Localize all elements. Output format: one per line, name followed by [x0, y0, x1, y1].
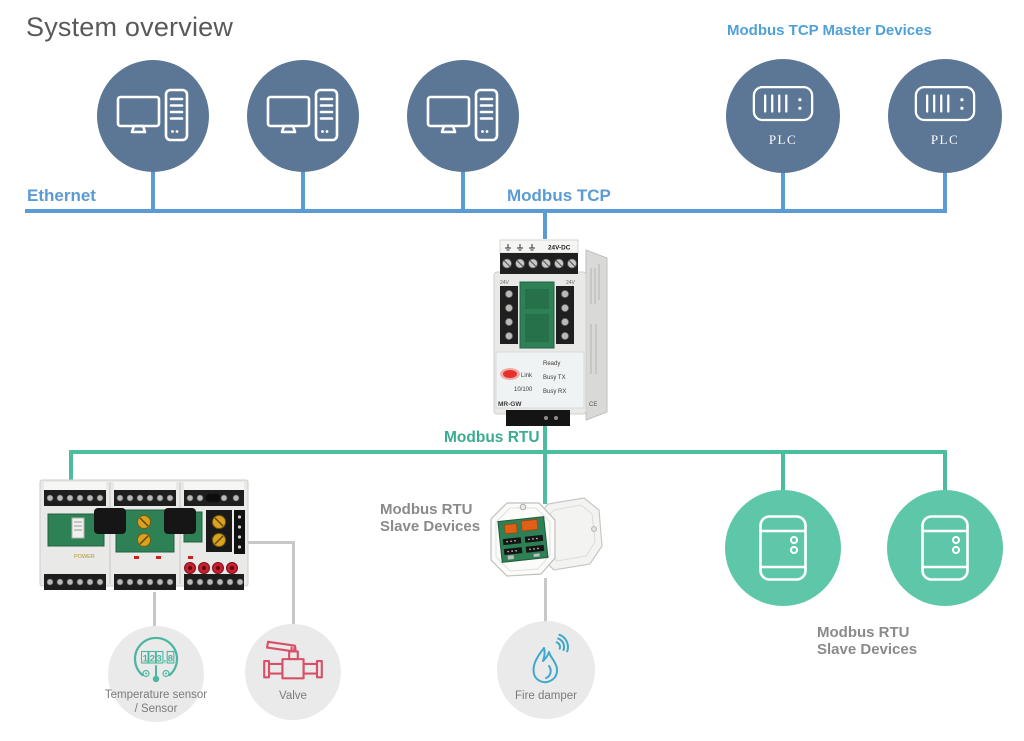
plc-2-drop-line: [943, 170, 947, 210]
gateway-power-terminal-label: 24V-DC: [548, 245, 571, 252]
temperature-sensor-node: 123,8 Temperature sensor / Sensor: [105, 626, 207, 722]
page-title: System overview: [26, 12, 234, 42]
plc-icon: [914, 85, 976, 121]
plc-node-1: PLC: [726, 59, 840, 173]
ethernet-bus-line: [25, 209, 947, 213]
gateway-status-cover: Link 10/100 Ready Busy TX Busy RX MR-GW: [495, 351, 585, 409]
workstation-1-drop-line: [151, 170, 155, 210]
slave-2-drop-line: [943, 450, 947, 495]
modbus-gateway-device: CE 24V-DC: [488, 234, 612, 430]
plc-node-2: PLC: [888, 59, 1002, 173]
slave-1-drop-line: [781, 450, 785, 495]
valve-connector-line-h: [246, 541, 295, 544]
plc-label: PLC: [930, 131, 960, 147]
gateway-label-10-100: 10/100: [514, 387, 533, 393]
rotary-address-switches: [137, 515, 226, 547]
label-modbus-rtu: Modbus RTU: [444, 429, 540, 446]
fire-damper-label: Fire damper: [515, 690, 577, 702]
gateway-label-ready: Ready: [543, 361, 560, 367]
flush-mount-rtu-device: [482, 492, 606, 584]
valve-icon: [263, 640, 323, 680]
rtu-slave-node-1: [725, 490, 841, 606]
computer-icon: [116, 88, 189, 142]
label-rtu-slaves-left-line1: Modbus RTU: [380, 501, 473, 518]
gateway-label-busy-rx: Busy RX: [543, 389, 566, 395]
gateway-pcb-section: 24V 24V: [500, 280, 576, 349]
fire-damper-icon: [532, 633, 569, 684]
temperature-sensor-connector-line: [153, 592, 156, 630]
io-module-bottom-terminals: [44, 574, 244, 590]
modbus-rtu-bus-line: [69, 450, 947, 454]
workstation-node-1: [97, 60, 209, 172]
io-module-pcbs: POWER: [47, 508, 245, 560]
flush-mount-front: [490, 502, 556, 577]
gateway-device-image: CE 24V-DC: [493, 239, 608, 426]
io-module-top-terminals: [44, 482, 244, 506]
computer-icon: [266, 88, 339, 142]
valve-connector-line-v: [292, 541, 295, 628]
gateway-bottom-connector: [506, 410, 570, 426]
io-module-power-label: POWER: [74, 554, 95, 560]
rtu-io-module-device: POWER: [38, 476, 250, 594]
label-ethernet: Ethernet: [27, 186, 96, 205]
plc-icon: [752, 85, 814, 121]
gateway-rtu-drop-line: [543, 422, 547, 504]
fire-damper-connector-line: [544, 578, 547, 624]
gateway-side-panel: CE: [585, 249, 608, 421]
gateway-top-terminal: 24V-DC: [499, 239, 579, 274]
workstation-node-3: [407, 60, 519, 172]
temperature-sensor-icon: 123,8: [133, 636, 179, 683]
io-module-drop-line: [69, 450, 73, 481]
ce-mark: CE: [589, 402, 597, 408]
label-rtu-slaves-left: Modbus RTU Slave Devices: [380, 501, 480, 535]
wall-device-icon: [921, 515, 969, 581]
gateway-label-link: Link: [521, 373, 533, 379]
io-module-test-terminals: [184, 562, 238, 574]
valve-label: Valve: [279, 690, 307, 702]
label-modbus-tcp-master-devices: Modbus TCP Master Devices: [727, 22, 932, 39]
io-module-image: POWER: [39, 479, 249, 590]
gateway-pcb-label-right: 24V: [566, 280, 576, 286]
workstation-node-2: [247, 60, 359, 172]
temperature-display-value: 123,8: [143, 653, 174, 664]
terminal-screws: [502, 258, 577, 269]
flush-mount-device-image: [490, 497, 603, 577]
plc-1-drop-line: [781, 170, 785, 210]
workstation-2-drop-line: [301, 170, 305, 210]
gateway-pcb-label-left: 24V: [500, 280, 510, 286]
rtu-slave-node-2: [887, 490, 1003, 606]
io-module-cover-2: [164, 508, 196, 534]
workstation-3-drop-line: [461, 170, 465, 210]
fire-damper-node: Fire damper: [497, 621, 595, 719]
io-module-cover-1: [94, 508, 126, 534]
gateway-tcp-drop-line: [543, 213, 547, 239]
label-rtu-slaves-right-line2: Slave Devices: [817, 641, 918, 658]
wall-device-icon: [759, 515, 807, 581]
label-rtu-slaves-right: Modbus RTU Slave Devices: [817, 624, 917, 658]
gateway-model-label: MR-GW: [498, 401, 522, 408]
label-rtu-slaves-right-line1: Modbus RTU: [817, 624, 910, 641]
label-rtu-slaves-left-line2: Slave Devices: [380, 518, 481, 535]
gateway-label-busy-tx: Busy TX: [543, 375, 566, 381]
temperature-sensor-label: Temperature sensor / Sensor: [105, 688, 207, 716]
label-modbus-tcp: Modbus TCP: [507, 186, 611, 205]
plc-label: PLC: [768, 131, 798, 147]
temperature-sensor-label-line1: Temperature sensor: [104, 689, 208, 701]
link-led: [503, 370, 517, 378]
computer-icon: [426, 88, 499, 142]
temperature-sensor-label-line2: / Sensor: [134, 703, 178, 715]
valve-node: Valve: [245, 624, 341, 720]
flush-mount-pcb: [497, 516, 549, 563]
